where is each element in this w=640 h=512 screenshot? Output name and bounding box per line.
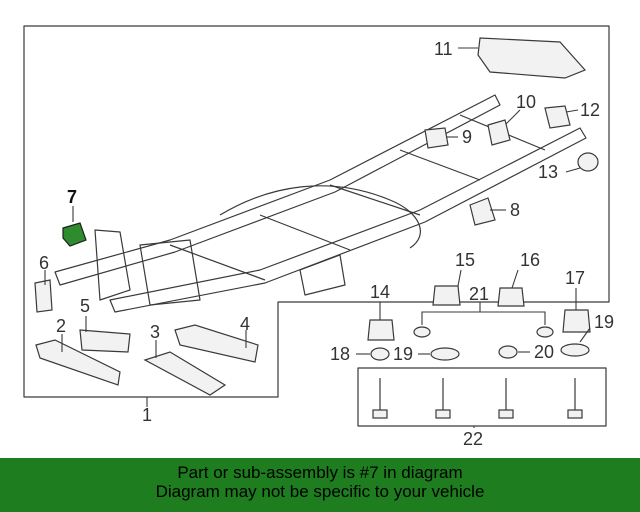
part-3-member xyxy=(143,351,227,396)
callout-1: 1 xyxy=(142,405,152,425)
part-22-bolts xyxy=(372,378,583,419)
leader-lines xyxy=(44,47,591,428)
callout-19b: 19 xyxy=(594,312,614,332)
callout-7: 7 xyxy=(67,187,77,207)
part-16-mount xyxy=(497,287,525,307)
callout-13: 13 xyxy=(538,162,558,182)
callout-14: 14 xyxy=(370,282,390,302)
frame-assembly xyxy=(54,94,587,313)
part-10-bracket xyxy=(487,119,511,146)
callout-2: 2 xyxy=(56,316,66,336)
bolts-box xyxy=(357,367,607,427)
callout-8: 8 xyxy=(510,200,520,220)
callout-17: 17 xyxy=(565,268,585,288)
callout-22: 22 xyxy=(463,429,483,449)
banner-line-2: Diagram may not be specific to your vehi… xyxy=(155,482,485,501)
part-11-crossmember xyxy=(477,37,587,79)
part-15-mount xyxy=(432,285,461,306)
callout-19a: 19 xyxy=(393,344,413,364)
callout-15: 15 xyxy=(455,250,475,270)
part-13-bushing xyxy=(577,152,599,172)
part-19-washer-b xyxy=(560,343,590,357)
callout-9: 9 xyxy=(462,127,472,147)
part-20-washer xyxy=(498,345,518,359)
part-17-mount xyxy=(562,309,591,333)
frame-panel-outline xyxy=(23,25,610,398)
callout-12: 12 xyxy=(580,100,600,120)
part-21-right xyxy=(536,326,554,338)
callout-16: 16 xyxy=(520,250,540,270)
part-14-mount xyxy=(367,319,395,341)
part-19-washer-a xyxy=(430,347,460,361)
part-8-bracket xyxy=(469,197,496,226)
part-18-washer xyxy=(370,347,390,361)
part-9-bracket xyxy=(424,127,449,149)
part-2-member xyxy=(35,339,121,386)
callout-21: 21 xyxy=(469,284,489,304)
part-5-member xyxy=(79,329,131,353)
callout-11: 11 xyxy=(434,39,453,59)
part-21-left xyxy=(413,326,431,338)
callout-4: 4 xyxy=(240,314,250,334)
banner-line-1: Part or sub-assembly is #7 in diagram xyxy=(177,463,463,482)
part-12-bracket xyxy=(544,105,571,129)
part-6-plate xyxy=(34,279,53,313)
callout-10: 10 xyxy=(516,92,536,112)
parts-diagram: 1 2 3 4 5 6 7 8 9 10 11 12 13 14 15 16 1… xyxy=(23,25,614,449)
callout-18: 18 xyxy=(330,344,350,364)
callout-3: 3 xyxy=(150,322,160,342)
callout-5: 5 xyxy=(80,296,90,316)
callout-6: 6 xyxy=(39,253,49,273)
callout-20: 20 xyxy=(534,342,554,362)
part-7-highlighted xyxy=(62,222,87,247)
info-banner: Part or sub-assembly is #7 in diagram Di… xyxy=(0,458,640,512)
part-4-member xyxy=(174,324,259,363)
